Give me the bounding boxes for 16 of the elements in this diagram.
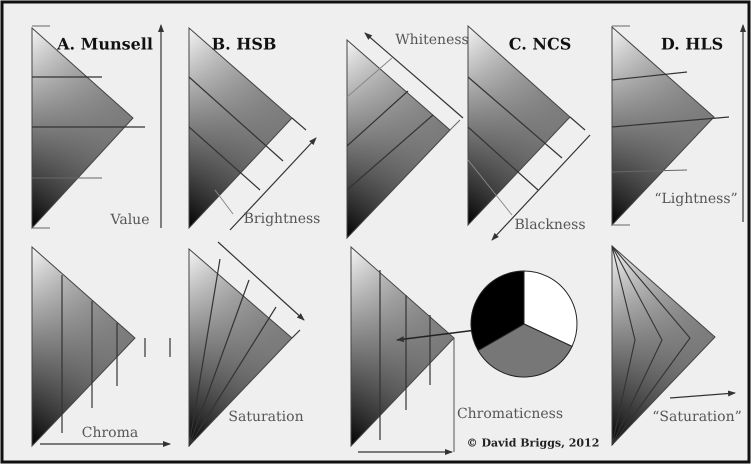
axis-label: “Lightness” bbox=[654, 191, 738, 207]
panel-heading: C. NCS bbox=[508, 34, 572, 54]
axis-label: Blackness bbox=[514, 217, 586, 233]
color-triangle-drawing bbox=[350, 246, 455, 448]
axis-label: Brightness bbox=[244, 211, 320, 227]
axis-label: Saturation bbox=[228, 409, 304, 425]
panel-heading: D. HLS bbox=[660, 34, 724, 54]
axis-label: “Saturation” bbox=[652, 409, 742, 425]
panel-heading: A. Munsell bbox=[57, 34, 153, 54]
axis-label: Value bbox=[110, 212, 150, 228]
pie-diagram bbox=[470, 270, 578, 378]
panel-heading: B. HSB bbox=[212, 34, 276, 54]
axis-label: Chromaticness bbox=[456, 406, 564, 422]
axis-label: Chroma bbox=[82, 425, 138, 441]
copyright-note: © David Briggs, 2012 bbox=[466, 436, 600, 450]
arrow bbox=[396, 330, 472, 342]
